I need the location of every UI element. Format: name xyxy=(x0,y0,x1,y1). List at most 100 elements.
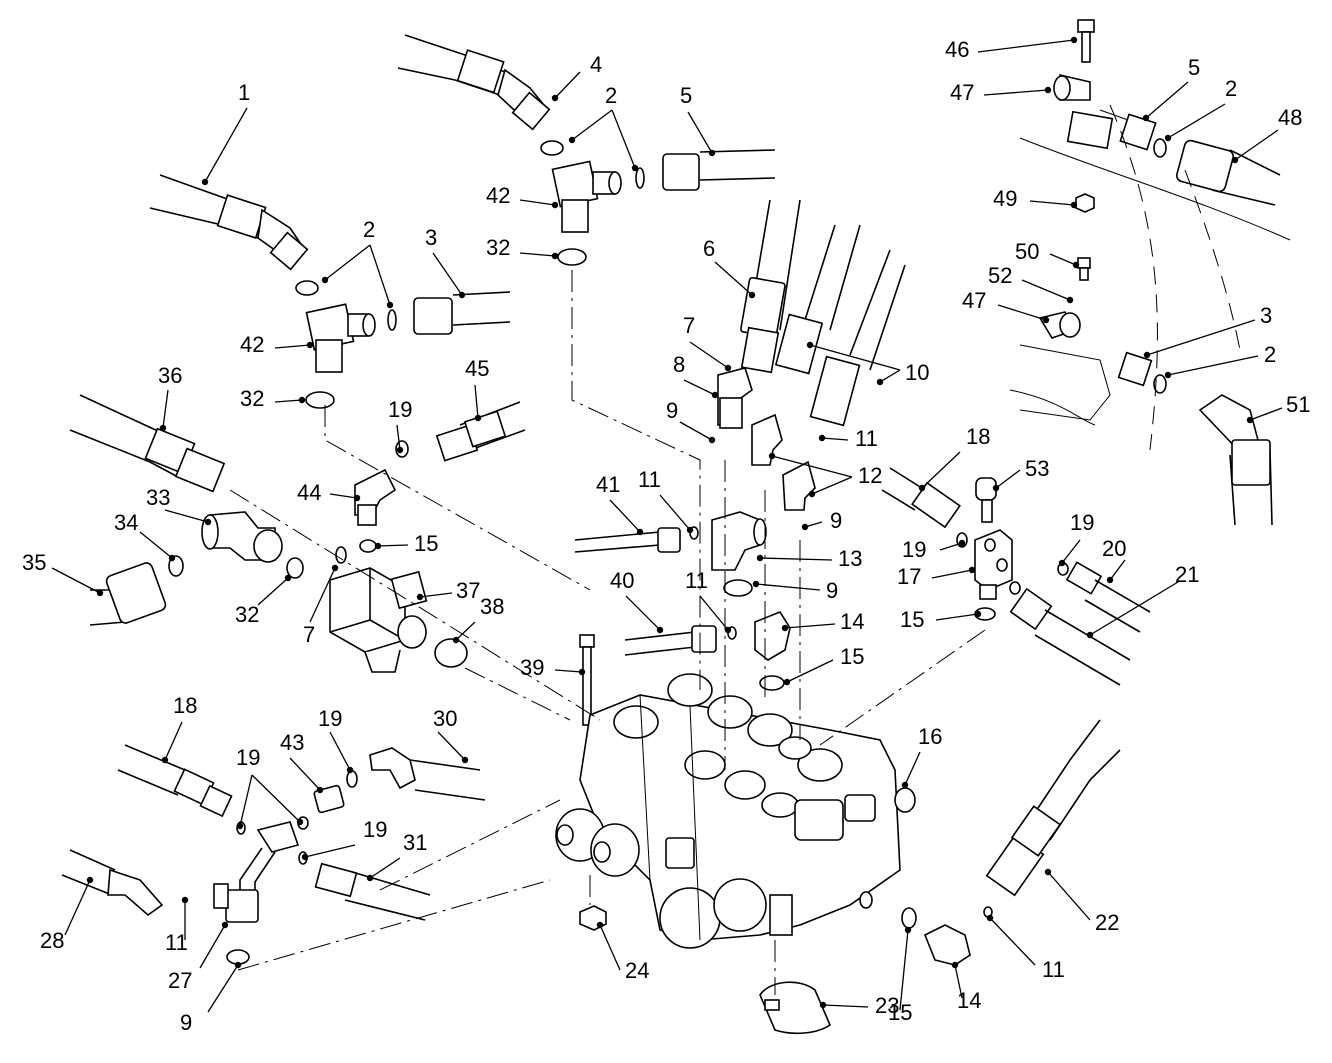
callout-number: 8 xyxy=(673,352,685,377)
callout-number: 19 xyxy=(363,817,387,842)
tee-fitting-17 xyxy=(956,529,1021,621)
callout-27: 27 xyxy=(168,921,229,993)
leader-line xyxy=(369,857,401,879)
callout-49: 49 xyxy=(993,186,1078,211)
leader-dot xyxy=(951,961,959,969)
callout-23: 23 xyxy=(819,993,899,1018)
callout-4: 4 xyxy=(551,52,602,102)
callout-45: 45 xyxy=(465,356,489,422)
callout-19: 19 xyxy=(1058,510,1094,567)
callout-number: 19 xyxy=(388,397,412,422)
callout-number: 15 xyxy=(900,607,924,632)
callout-11: 11 xyxy=(986,914,1065,982)
callout-44: 44 xyxy=(297,480,361,505)
leader-line xyxy=(699,595,729,631)
callout-number: 17 xyxy=(897,564,921,589)
leader-line xyxy=(821,437,849,441)
leader-dot xyxy=(968,566,976,574)
leader-line xyxy=(904,751,921,786)
leader-dot xyxy=(1072,261,1080,269)
fitting-53 xyxy=(975,477,997,523)
elbow-fitting-8 xyxy=(717,367,753,429)
callout-number: 47 xyxy=(962,288,986,313)
callout-5: 5 xyxy=(680,83,716,157)
leader-line xyxy=(687,111,713,154)
hose-4 xyxy=(397,34,551,131)
callout-number: 11 xyxy=(165,930,188,955)
leader-line xyxy=(822,1004,869,1008)
elbow-fitting-14-upper xyxy=(754,611,791,691)
leader-line xyxy=(1249,407,1283,421)
leader-line xyxy=(983,89,1049,96)
callout-48: 48 xyxy=(1231,105,1302,164)
leader-dot xyxy=(1042,316,1050,324)
callout-number: 31 xyxy=(403,830,427,855)
callout-52: 52 xyxy=(988,263,1074,304)
leader-line xyxy=(786,659,834,683)
callout-number: 32 xyxy=(235,602,259,627)
callout-number: 7 xyxy=(303,622,315,647)
callout-number: 21 xyxy=(1175,562,1199,587)
callout-3: 3 xyxy=(425,225,466,299)
leader-dot xyxy=(551,94,559,102)
leader-dot xyxy=(1231,156,1239,164)
callout-24: 24 xyxy=(596,921,649,983)
callout-number: 33 xyxy=(146,485,170,510)
leader-dot xyxy=(724,364,732,372)
leader-dot xyxy=(96,589,104,597)
callout-number: 14 xyxy=(957,988,981,1013)
leader-dot xyxy=(1143,351,1151,359)
callout-41: 41 xyxy=(596,472,644,536)
leader-dot xyxy=(316,786,324,794)
callout-16: 16 xyxy=(901,724,942,789)
leader-dot xyxy=(904,926,912,934)
callout-32: 32 xyxy=(240,386,306,411)
leader-dot xyxy=(1086,631,1094,639)
leader-dot xyxy=(168,554,176,562)
leader-dot xyxy=(331,564,339,572)
callout-number: 37 xyxy=(456,578,480,603)
callout-number: 24 xyxy=(625,958,649,983)
callout-5: 5 xyxy=(1142,55,1200,122)
leader-dot xyxy=(1246,416,1254,424)
callout-number: 19 xyxy=(236,745,260,770)
leader-dot xyxy=(631,164,639,172)
leader-dot xyxy=(756,554,764,562)
callout-32: 32 xyxy=(235,574,292,627)
leader-line xyxy=(879,369,901,383)
leader-line xyxy=(771,455,853,478)
callout-number: 12 xyxy=(858,463,882,488)
leader-dot xyxy=(374,542,382,550)
callout-15: 15 xyxy=(783,644,864,686)
callout-number: 11 xyxy=(1042,957,1065,982)
leader-line xyxy=(989,917,1036,966)
leader-dot xyxy=(181,896,189,904)
leader-line xyxy=(289,757,321,791)
callout-9: 9 xyxy=(666,398,716,444)
leader-line xyxy=(51,567,101,594)
callout-number: 44 xyxy=(297,480,321,505)
hose-1 xyxy=(149,174,309,271)
callout-number: 51 xyxy=(1286,392,1310,417)
callout-42: 42 xyxy=(240,332,314,357)
callout-30: 30 xyxy=(433,706,469,764)
leader-dot xyxy=(461,756,469,764)
leader-line xyxy=(329,731,351,771)
leader-line xyxy=(324,244,371,281)
callout-31: 31 xyxy=(366,830,427,882)
callout-number: 2 xyxy=(1264,342,1276,367)
leader-dot xyxy=(221,921,229,929)
leader-line xyxy=(809,344,901,371)
leader-line xyxy=(519,252,556,257)
leader-dot xyxy=(161,756,169,764)
hose-21 xyxy=(1009,587,1131,686)
callout-32: 32 xyxy=(486,235,559,260)
callout-number: 16 xyxy=(918,724,942,749)
leader-line xyxy=(162,389,169,429)
callout-2: 2 xyxy=(1164,342,1276,379)
hose-48 xyxy=(1175,139,1281,206)
leader-dot xyxy=(201,178,209,186)
callout-number: 9 xyxy=(180,1010,192,1035)
leader-line xyxy=(921,451,961,489)
hose-30 xyxy=(369,747,486,801)
